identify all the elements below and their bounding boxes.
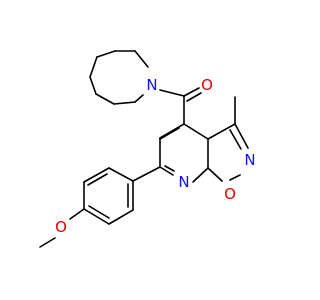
azepane-ring — [89, 50, 149, 105]
molecule-structure: N O N O N O — [39, 50, 256, 248]
isoxazole-oxygen-label: O — [224, 185, 236, 203]
methoxy-oxygen-label: O — [55, 218, 67, 236]
isoxazole-nitrogen-label: N — [244, 151, 255, 169]
methoxyphenyl-ring — [39, 166, 161, 248]
pyridine-ring — [159, 123, 209, 183]
isoxazole-ring — [207, 96, 249, 182]
azepane-nitrogen-label: N — [146, 76, 157, 94]
pyridine-nitrogen-label: N — [178, 173, 189, 191]
carbonyl-oxygen-label: O — [201, 76, 213, 94]
carbonyl-group — [159, 87, 202, 125]
